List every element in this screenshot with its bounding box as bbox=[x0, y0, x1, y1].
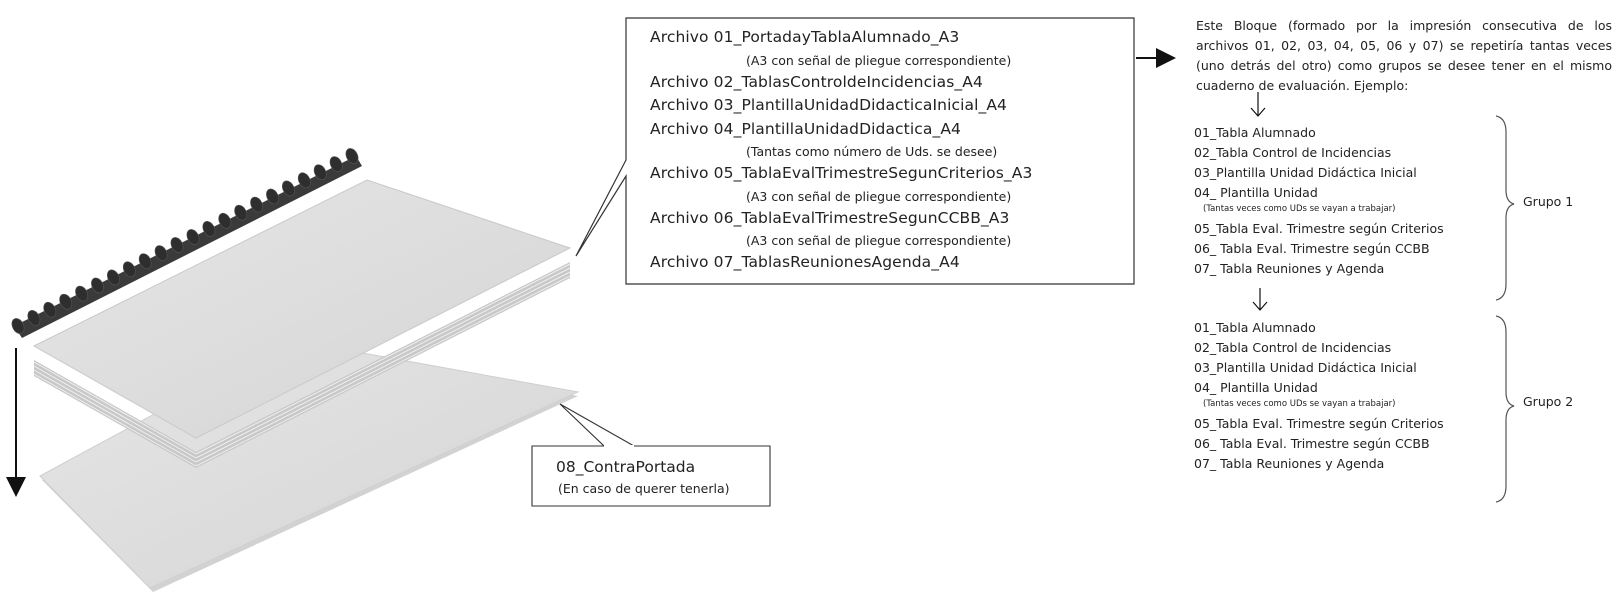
group-2-item-06: 06_ Tabla Eval. Trimestre según CCBB bbox=[1194, 436, 1430, 451]
comb-tooth bbox=[218, 212, 232, 229]
file-line-06: Archivo 06_TablaEvalTrimestreSegunCCBB_A… bbox=[650, 209, 1010, 227]
comb-tooth bbox=[91, 277, 104, 294]
group-1-subnote: (Tantas veces como UDs se vayan a trabaj… bbox=[1203, 204, 1396, 214]
group-1-item-07: 07_ Tabla Reuniones y Agenda bbox=[1194, 261, 1385, 276]
group-2-label: Grupo 2 bbox=[1523, 394, 1574, 409]
comb-tooth bbox=[59, 293, 73, 310]
file-line-01: Archivo 01_PortadayTablaAlumnado_A3 bbox=[650, 28, 960, 46]
comb-tooth bbox=[250, 196, 263, 213]
file-line-04: Archivo 04_PlantillaUnidadDidactica_A4 bbox=[650, 120, 961, 138]
comb-tooth bbox=[107, 269, 120, 286]
back-cover-callout-box bbox=[531, 403, 771, 507]
page-stack bbox=[32, 179, 572, 468]
comb-tooth bbox=[282, 180, 295, 197]
group-2-subnote: (Tantas veces como UDs se vayan a trabaj… bbox=[1203, 399, 1396, 409]
comb-tooth bbox=[266, 188, 279, 205]
group-down-arrows bbox=[1250, 92, 1268, 311]
group-2-item-07: 07_ Tabla Reuniones y Agenda bbox=[1194, 456, 1385, 471]
file-line-03: Archivo 03_PlantillaUnidadDidacticaInici… bbox=[650, 96, 1008, 114]
comb-tooth bbox=[234, 204, 248, 221]
back-cover-title: 08_ContraPortada bbox=[556, 458, 696, 476]
comb-tooth bbox=[329, 156, 343, 172]
comb-tooth bbox=[345, 148, 359, 164]
group-2-item-01: 01_Tabla Alumnado bbox=[1194, 320, 1316, 335]
group-1-brace bbox=[1495, 115, 1515, 301]
group-2-item-04: 04_ Plantilla Unidad bbox=[1194, 380, 1318, 395]
comb-tooth bbox=[202, 221, 216, 237]
file-note-05: (A3 con señal de pliegue correspondiente… bbox=[746, 189, 1012, 204]
comb-tooth bbox=[11, 318, 25, 334]
binding-comb bbox=[11, 148, 362, 338]
file-line-07: Archivo 07_TablasReunionesAgenda_A4 bbox=[650, 253, 960, 271]
comb-tooth bbox=[154, 245, 168, 261]
group-2-item-02: 02_Tabla Control de Incidencias bbox=[1194, 340, 1392, 355]
group-1-item-04: 04_ Plantilla Unidad bbox=[1194, 185, 1318, 200]
file-line-02: Archivo 02_TablasControldeIncidencias_A4 bbox=[650, 73, 983, 91]
comb-tooth bbox=[138, 253, 152, 270]
comb-tooth bbox=[186, 229, 200, 245]
files-callout-box bbox=[575, 17, 1135, 285]
comb-tooth bbox=[27, 310, 41, 326]
group-2-item-05: 05_Tabla Eval. Trimestre según Criterios bbox=[1194, 416, 1444, 431]
group-1-item-05: 05_Tabla Eval. Trimestre según Criterios bbox=[1194, 221, 1444, 236]
comb-tooth bbox=[170, 237, 184, 253]
comb-tooth bbox=[75, 285, 88, 302]
group-2-brace bbox=[1495, 315, 1515, 503]
file-note-06: (A3 con señal de pliegue correspondiente… bbox=[746, 233, 1012, 248]
group-1-item-03: 03_Plantilla Unidad Didáctica Inicial bbox=[1194, 165, 1417, 180]
file-note-01: (A3 con señal de pliegue correspondiente… bbox=[746, 53, 1012, 68]
file-line-05: Archivo 05_TablaEvalTrimestreSegunCriter… bbox=[650, 164, 1033, 182]
group-1-item-01: 01_Tabla Alumnado bbox=[1194, 125, 1316, 140]
comb-tooth bbox=[313, 164, 327, 181]
group-1-label: Grupo 1 bbox=[1523, 194, 1574, 209]
group-2-item-03: 03_Plantilla Unidad Didáctica Inicial bbox=[1194, 360, 1417, 375]
back-cover-note: (En caso de querer tenerla) bbox=[558, 481, 730, 496]
comb-tooth bbox=[122, 261, 136, 278]
group-1-item-02: 02_Tabla Control de Incidencias bbox=[1194, 145, 1392, 160]
block-description: Este Bloque (formado por la impresión co… bbox=[1196, 18, 1612, 93]
comb-tooth bbox=[297, 172, 311, 189]
comb-tooth bbox=[43, 301, 57, 318]
file-note-04: (Tantas como número de Uds. se desee) bbox=[746, 144, 998, 159]
group-1-item-06: 06_ Tabla Eval. Trimestre según CCBB bbox=[1194, 241, 1430, 256]
